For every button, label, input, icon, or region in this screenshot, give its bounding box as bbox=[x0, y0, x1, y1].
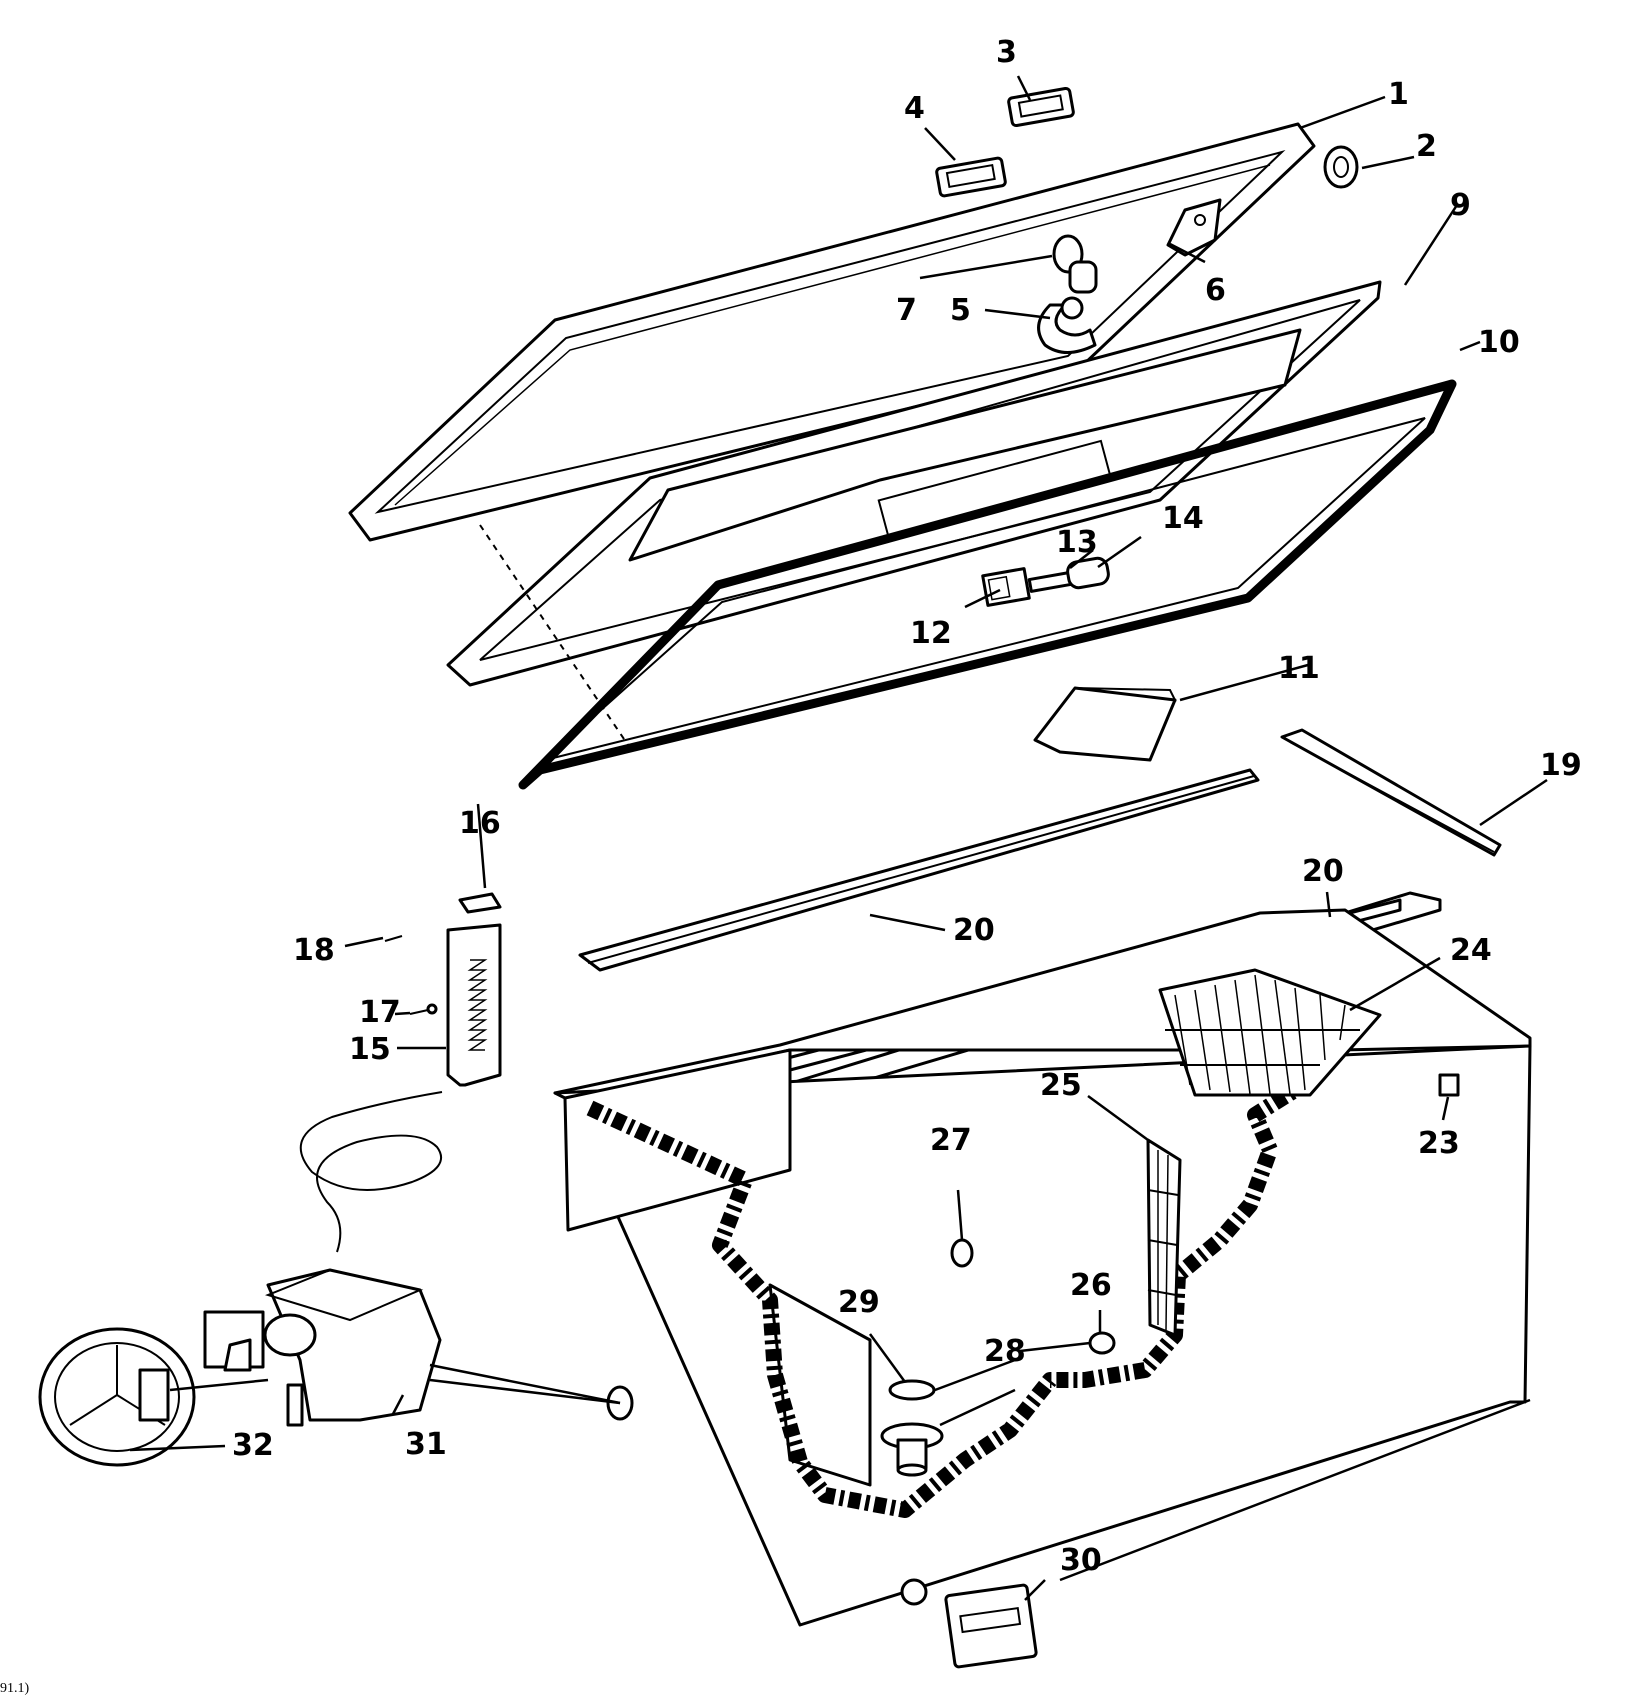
callout-26: 26 bbox=[1070, 1268, 1112, 1303]
cabinet-body bbox=[553, 908, 1532, 1627]
lock-part-7 bbox=[1052, 234, 1098, 294]
lid-handle-part-3 bbox=[1007, 86, 1075, 128]
callout-7: 7 bbox=[896, 293, 917, 328]
callout-4: 4 bbox=[904, 91, 925, 126]
callout-11: 11 bbox=[1278, 651, 1320, 686]
lock-key-part-13 bbox=[1027, 571, 1073, 593]
lock-cylinder-part-14 bbox=[1066, 556, 1110, 590]
callout-29: 29 bbox=[838, 1285, 880, 1320]
callout-16: 16 bbox=[459, 806, 501, 841]
cover-part-16 bbox=[458, 892, 502, 914]
lid-handle-insert-part-4 bbox=[935, 156, 1007, 198]
callout-12: 12 bbox=[910, 616, 952, 651]
callout-labels: 1 2 3 4 5 6 7 9 10 11 12 13 14 15 16 17 … bbox=[232, 35, 1582, 1578]
callout-20-front: 20 bbox=[953, 913, 995, 948]
callout-24: 24 bbox=[1450, 933, 1492, 968]
callout-31: 31 bbox=[405, 1427, 447, 1462]
drain-fitting-part-28 bbox=[880, 1422, 944, 1477]
lid-gasket-part-10 bbox=[518, 379, 1457, 790]
cabinet-cutaway-edge bbox=[586, 1083, 1300, 1518]
callout-14: 14 bbox=[1162, 501, 1204, 536]
callout-25: 25 bbox=[1040, 1068, 1082, 1103]
callout-6: 6 bbox=[1205, 273, 1226, 308]
callout-23: 23 bbox=[1418, 1126, 1460, 1161]
front-plug bbox=[900, 1578, 928, 1606]
callout-19: 19 bbox=[1540, 748, 1582, 783]
trim-strip-part-19 bbox=[1280, 728, 1502, 857]
callout-28: 28 bbox=[984, 1334, 1026, 1369]
leader-lines bbox=[129, 75, 1548, 1601]
fan-assembly-part-32 bbox=[38, 1327, 196, 1467]
hinge-cap-part-2 bbox=[1323, 145, 1359, 189]
callout-17: 17 bbox=[359, 995, 401, 1030]
power-cord bbox=[299, 1091, 443, 1253]
label-part-23 bbox=[1438, 1073, 1460, 1097]
latch-hook-part-5 bbox=[1037, 296, 1097, 354]
callout-30: 30 bbox=[1060, 1543, 1102, 1578]
thermostat-housing-part-15 bbox=[446, 923, 502, 1087]
callout-1: 1 bbox=[1388, 77, 1409, 112]
screw-part-17 bbox=[409, 1003, 438, 1015]
callout-15: 15 bbox=[349, 1032, 391, 1067]
lock-assembly-part-12 bbox=[981, 567, 1031, 607]
callout-13: 13 bbox=[1056, 525, 1098, 560]
drain-cap-part-29 bbox=[888, 1379, 936, 1401]
callout-18: 18 bbox=[293, 933, 335, 968]
callout-5: 5 bbox=[950, 293, 971, 328]
callout-3: 3 bbox=[996, 35, 1017, 70]
drain-plug-part-26 bbox=[1088, 1331, 1116, 1355]
inner-lid-panel-part-9 bbox=[446, 280, 1382, 687]
callout-20-rear: 20 bbox=[1302, 854, 1344, 889]
callout-32: 32 bbox=[232, 1428, 274, 1463]
lid-liner-part-1 bbox=[348, 122, 1316, 542]
footer-code: 91.1) bbox=[0, 1681, 30, 1696]
callout-2: 2 bbox=[1416, 129, 1437, 164]
callout-9: 9 bbox=[1450, 188, 1471, 223]
divider-part-11 bbox=[1033, 686, 1177, 762]
screw-part-18 bbox=[384, 935, 403, 942]
callout-27: 27 bbox=[930, 1123, 972, 1158]
compressor-part-31 bbox=[203, 1268, 442, 1427]
lock-plate-part-6 bbox=[1166, 198, 1222, 257]
basket-divider-part-25 bbox=[1146, 1138, 1182, 1337]
breaker-strip-part-20-front bbox=[578, 768, 1260, 972]
callout-10: 10 bbox=[1478, 325, 1520, 360]
basket-part-24 bbox=[1158, 968, 1382, 1097]
temperature-control-part-30 bbox=[944, 1583, 1038, 1669]
light-socket-part-27 bbox=[950, 1238, 974, 1268]
